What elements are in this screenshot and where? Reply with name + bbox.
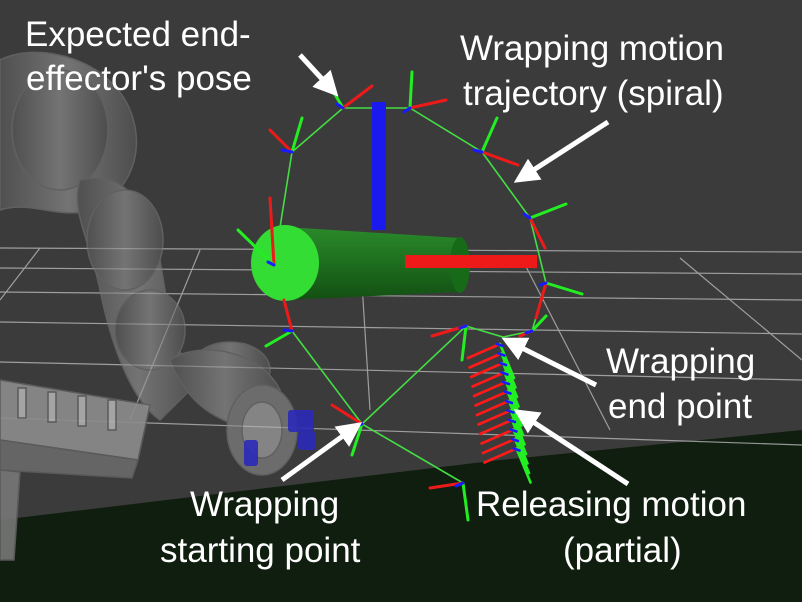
label-start-line2: starting point — [160, 531, 361, 570]
annotation-arrow — [513, 119, 610, 183]
base-axis-frame — [372, 102, 537, 268]
release-pose-marker — [483, 447, 532, 484]
annotation-arrow — [280, 422, 363, 483]
axis-frame-marker — [268, 116, 304, 154]
annotation-arrow — [513, 409, 630, 487]
annotation-labels: Expected end- effector's pose Wrapping m… — [25, 15, 755, 570]
label-trajectory-line2: trajectory (spiral) — [463, 74, 724, 113]
release-pose-marker — [469, 361, 519, 399]
release-pose-marker — [471, 371, 520, 408]
robot-arm-model — [0, 51, 298, 476]
target-cylinder — [251, 225, 470, 301]
axis-frame-marker — [472, 116, 520, 167]
axis-frame-marker — [402, 70, 448, 114]
label-pose-line1: Expected end- — [25, 15, 251, 54]
label-end-line1: Wrapping — [606, 342, 755, 381]
floor-plane — [0, 430, 802, 602]
axis-frame-marker — [430, 324, 468, 362]
annotation-arrow — [298, 53, 339, 97]
label-end-line2: end point — [608, 387, 752, 426]
axis-frame-marker — [522, 202, 568, 250]
annotation-arrows — [280, 53, 630, 487]
label-release-line2: (partial) — [563, 531, 682, 570]
table-object — [0, 379, 151, 561]
axis-frame-marker — [534, 281, 584, 320]
label-release-line1: Releasing motion — [476, 485, 746, 524]
gripper-model — [244, 410, 316, 466]
label-pose-line2: effector's pose — [26, 59, 252, 98]
axis-frame-marker — [518, 314, 548, 338]
axis-frame-marker — [236, 196, 276, 267]
axis-frame-marker — [428, 481, 470, 522]
axis-frame-marker — [264, 298, 294, 348]
label-start-line1: Wrapping — [190, 485, 339, 524]
label-trajectory-line1: Wrapping motion — [460, 29, 724, 68]
annotation-arrow — [501, 337, 598, 388]
release-pose-marker — [481, 437, 531, 475]
